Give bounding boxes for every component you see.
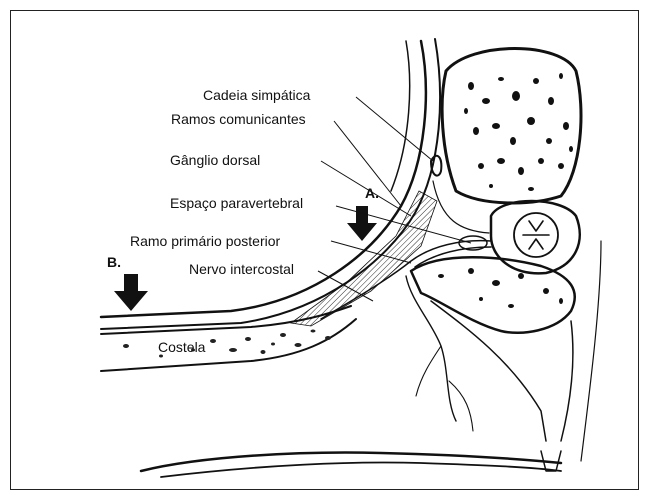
skin-surface xyxy=(141,451,561,477)
vertebral-lamina xyxy=(411,241,601,461)
vertebral-body xyxy=(442,49,581,203)
label-ramo-primario-posterior: Ramo primário posterior xyxy=(130,233,280,249)
label-costela: Costela xyxy=(158,339,206,355)
arrow-a-icon xyxy=(347,206,377,241)
marker-b: B. xyxy=(107,254,121,270)
label-cadeia-simpatica: Cadeia simpática xyxy=(203,87,311,103)
arrow-b-icon xyxy=(114,274,148,311)
spinal-cord xyxy=(491,201,580,273)
marker-a: A. xyxy=(365,185,379,201)
pleura-lines xyxy=(101,39,440,329)
label-ganglio-dorsal: Gânglio dorsal xyxy=(170,152,260,168)
label-ramos-comunicantes: Ramos comunicantes xyxy=(171,111,306,127)
label-nervo-intercostal: Nervo intercostal xyxy=(189,261,294,277)
anatomy-diagram: Cadeia simpática Ramos comunicantes Gâng… xyxy=(11,11,639,490)
label-espaco-paravertebral: Espaço paravertebral xyxy=(170,195,303,211)
diagram-frame: Cadeia simpática Ramos comunicantes Gâng… xyxy=(10,10,639,490)
